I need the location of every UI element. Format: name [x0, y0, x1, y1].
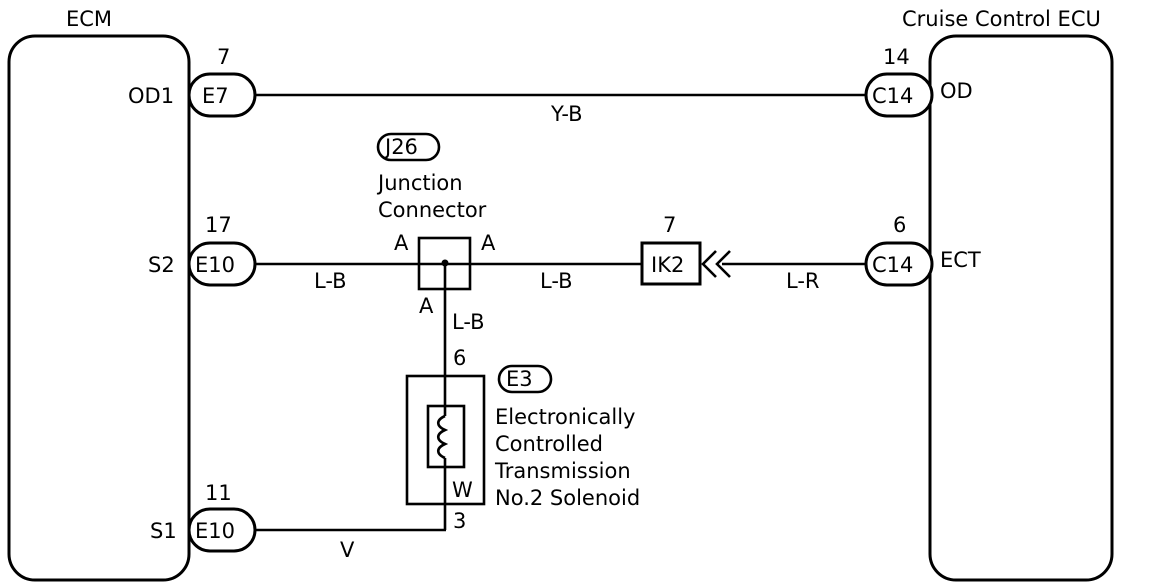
wire-label-s2-down: L-B	[452, 310, 485, 334]
connector-e10-s1-pin: 11	[205, 481, 232, 505]
connector-c14-od-code: C14	[872, 84, 913, 108]
solenoid-desc-line1: Electronically	[495, 405, 635, 429]
connector-ik2-code: IK2	[651, 253, 684, 277]
cruise-control-ecu-block	[928, 34, 1114, 582]
junction-code: J26	[383, 135, 418, 159]
junction-terminal-bottom: A	[419, 294, 434, 318]
junction-terminal-right: A	[481, 231, 496, 255]
solenoid-desc-line2: Controlled	[495, 432, 603, 456]
solenoid-pin-w: W	[452, 478, 473, 502]
ik2-arrow-icon	[701, 250, 731, 278]
connector-e10-s2-code: E10	[195, 253, 235, 277]
junction-name-line1: Junction	[376, 171, 463, 195]
wire-label-s2-right: L-B	[540, 269, 573, 293]
solenoid-outer-box	[405, 374, 486, 506]
connector-e7-code: E7	[202, 84, 229, 108]
solenoid-code-bubble	[497, 364, 553, 394]
cruise-control-ecu-label: Cruise Control ECU	[902, 7, 1101, 31]
junction-name-line2: Connector	[378, 198, 487, 222]
ecm-block	[7, 34, 191, 582]
ecm-label: ECM	[66, 7, 112, 31]
solenoid-desc-line4: No.2 Solenoid	[495, 486, 640, 510]
connector-e10-s2	[187, 241, 257, 287]
connector-c14-od-pin: 14	[883, 45, 910, 69]
connector-ik2-pin: 7	[663, 213, 676, 237]
junction-code-bubble	[376, 132, 441, 162]
connector-ik2	[640, 241, 702, 286]
connector-e7-pin: 7	[217, 45, 230, 69]
connector-e10-s1	[187, 507, 257, 553]
connector-c14-ect	[864, 241, 934, 287]
pin-od-label: OD	[940, 79, 973, 103]
pin-od1-label: OD1	[128, 84, 174, 108]
wire-label-s1: V	[340, 538, 355, 562]
connector-e7	[187, 72, 257, 118]
pin-ect-label: ECT	[940, 248, 981, 272]
wire-label-ect: L-R	[786, 269, 820, 293]
connector-e10-s1-code: E10	[195, 519, 235, 543]
pin-s2-label: S2	[148, 253, 175, 277]
connector-c14-ect-pin: 6	[893, 213, 906, 237]
connector-c14-ect-code: C14	[872, 253, 913, 277]
solenoid-coil-icon	[436, 414, 449, 460]
solenoid-pin-bottom: 3	[453, 509, 466, 533]
junction-terminal-left: A	[394, 231, 409, 255]
solenoid-pin-top: 6	[453, 346, 466, 370]
connector-e10-s2-pin: 17	[205, 213, 232, 237]
wire-label-od: Y-B	[550, 102, 583, 126]
pin-s1-label: S1	[150, 519, 177, 543]
solenoid-code: E3	[506, 367, 533, 391]
wire-label-s2-left: L-B	[314, 269, 347, 293]
solenoid-desc-line3: Transmission	[494, 459, 631, 483]
connector-c14-od	[864, 72, 934, 118]
